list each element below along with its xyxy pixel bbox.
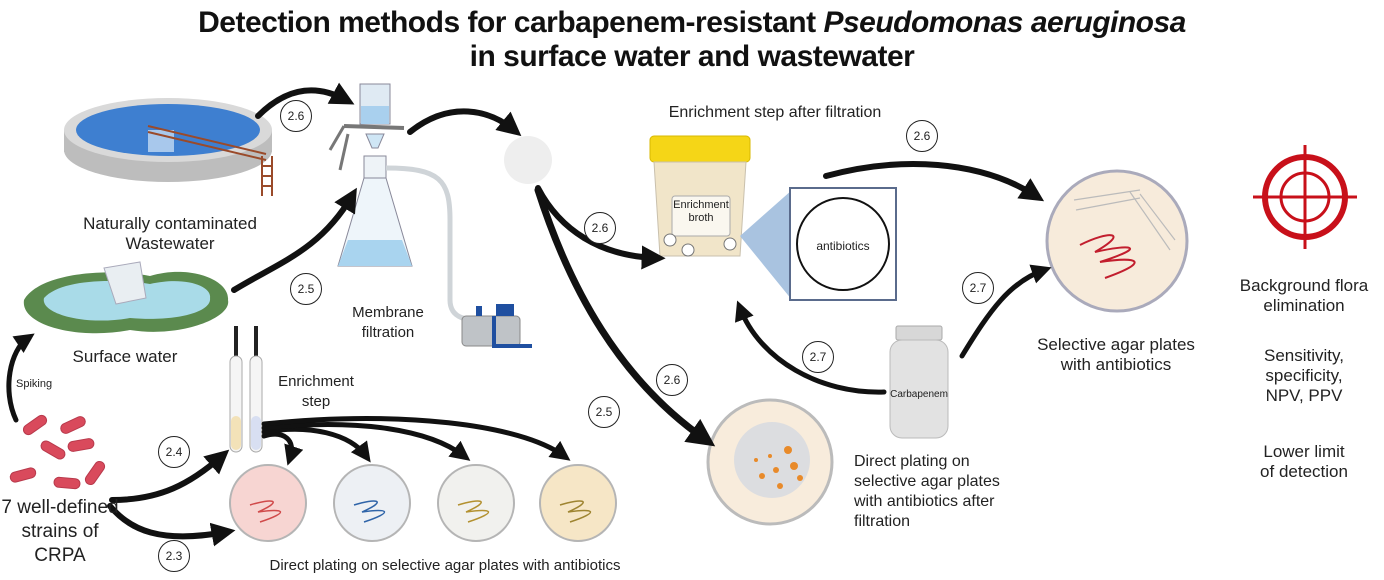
plate-red	[229, 464, 307, 542]
strains-label-line1: 7 well-defined	[1, 497, 119, 518]
direct-plating-bottom-label: Direct plating on selective agar plates …	[269, 557, 621, 574]
arrow-enrichment-to-selective	[823, 161, 1045, 202]
selective-line2: with antibiotics	[1060, 355, 1172, 374]
outcome2-line2: specificity,	[1265, 366, 1343, 385]
membrane-filtration-icon	[328, 83, 481, 323]
arrow-tube-to-plate4	[261, 416, 571, 461]
surface-water-label: Surface water	[72, 347, 178, 366]
test-tubes-icon	[229, 326, 263, 453]
direct-plating-after-filtration-label: Direct plating on selective agar plates wi…	[854, 452, 1054, 532]
arrow-filtration-to-filter	[407, 108, 522, 137]
zoom-wedge	[740, 190, 792, 300]
direct-after-line4: filtration	[854, 513, 911, 530]
antibiotics-circle	[796, 197, 890, 291]
enrichment-step-label: Enrichment step	[264, 372, 368, 412]
membrane-label-line1: Membrane	[352, 304, 424, 321]
plate-blue	[333, 464, 411, 542]
carbapenem-label: Carbapenem	[890, 389, 948, 400]
carbapenem-bottle-icon	[889, 325, 949, 439]
bacteria-icon	[9, 414, 106, 490]
direct-after-line2: selective agar plates	[854, 473, 1000, 490]
antibiotics-box	[789, 187, 897, 301]
outcome3-line2: of detection	[1260, 462, 1348, 481]
arrow-spiking	[6, 333, 35, 423]
broth-label-line1: Enrichment	[673, 199, 729, 211]
outcome1-line2: elimination	[1263, 296, 1345, 315]
wastewater-tank-icon	[64, 98, 273, 196]
antibiotics-label: antibiotics	[816, 239, 870, 253]
arrow-carbapenem-to-selective	[959, 264, 1052, 359]
selective-line1: Selective agar plates	[1037, 335, 1195, 354]
enrichment-after-filtration-label: Enrichment step after filtration	[668, 104, 882, 121]
arrow-wastewater-to-filtration	[255, 82, 355, 119]
step-badge: 2.7	[802, 341, 834, 373]
step-badge: 2.5	[290, 273, 322, 305]
step-badge: 2.6	[584, 212, 616, 244]
small-plates-row	[229, 464, 617, 542]
step-badge: 2.5	[588, 396, 620, 428]
title-species: Pseudomonas aeruginosa	[823, 6, 1186, 39]
plate-gold	[437, 464, 515, 542]
outcome-sensitivity: Sensitivity,specificity,NPV, PPV	[1224, 346, 1384, 406]
arrow-strains-to-plates	[107, 503, 236, 547]
arrow-strains-to-tubes	[109, 449, 230, 503]
enrichment-container-icon	[649, 135, 751, 257]
wastewater-label-line1: Naturally contaminated	[83, 214, 257, 233]
step-badge: 2.3	[158, 540, 190, 572]
vacuum-pump-icon	[461, 304, 532, 348]
figure-title-line1: Detection methods for carbapenem-resista…	[0, 6, 1384, 40]
outcome2-line1: Sensitivity,	[1264, 346, 1344, 365]
outcome3-line1: Lower limit	[1263, 442, 1345, 461]
outcome1-line1: Background flora	[1239, 276, 1369, 295]
flow-arrows	[6, 82, 1052, 547]
direct-after-line3: with antibiotics after	[854, 493, 995, 510]
target-icon	[1253, 145, 1357, 249]
membrane-filtration-label: Membrane filtration	[338, 303, 438, 343]
arrow-filter-to-direct-plate	[534, 186, 716, 447]
surface-water-icon	[23, 261, 229, 334]
arrow-filter-to-enrichment	[535, 185, 666, 270]
step-badge: 2.6	[280, 100, 312, 132]
step-badge: 2.4	[158, 436, 190, 468]
spiking-label: Spiking	[16, 378, 53, 390]
arrow-carbapenem-to-enrichment	[734, 300, 887, 395]
membrane-filter-icon	[504, 136, 552, 184]
broth-label-line2: broth	[688, 212, 714, 224]
direct-after-line1: Direct plating on	[854, 453, 970, 470]
outcome2-line3: NPV, PPV	[1265, 386, 1343, 405]
plate-beige	[539, 464, 617, 542]
arrow-surface-to-filtration	[231, 187, 357, 293]
membrane-label-line2: filtration	[361, 324, 415, 341]
step-badge: 2.6	[906, 120, 938, 152]
strains-label-line2: strains of CRPA	[21, 521, 99, 566]
enrichment-step-line2: step	[301, 393, 331, 410]
strains-label: 7 well-defined strains of CRPA	[0, 496, 120, 568]
figure-title-line2: in surface water and wastewater	[469, 40, 915, 73]
arrow-tube-to-plate1	[261, 431, 304, 466]
direct-plating-plate-icon	[706, 398, 834, 526]
enrichment-step-line1: Enrichment	[278, 373, 354, 390]
title-text: Detection methods for carbapenem-resista…	[198, 6, 824, 39]
arrow-tube-to-plate3	[261, 422, 471, 461]
step-badge: 2.6	[656, 364, 688, 396]
step-badge: 2.7	[962, 272, 994, 304]
arrow-tube-to-plate2	[261, 426, 371, 463]
wastewater-label-line2: Wastewater	[125, 234, 215, 253]
selective-agar-plate-icon	[1045, 169, 1189, 313]
